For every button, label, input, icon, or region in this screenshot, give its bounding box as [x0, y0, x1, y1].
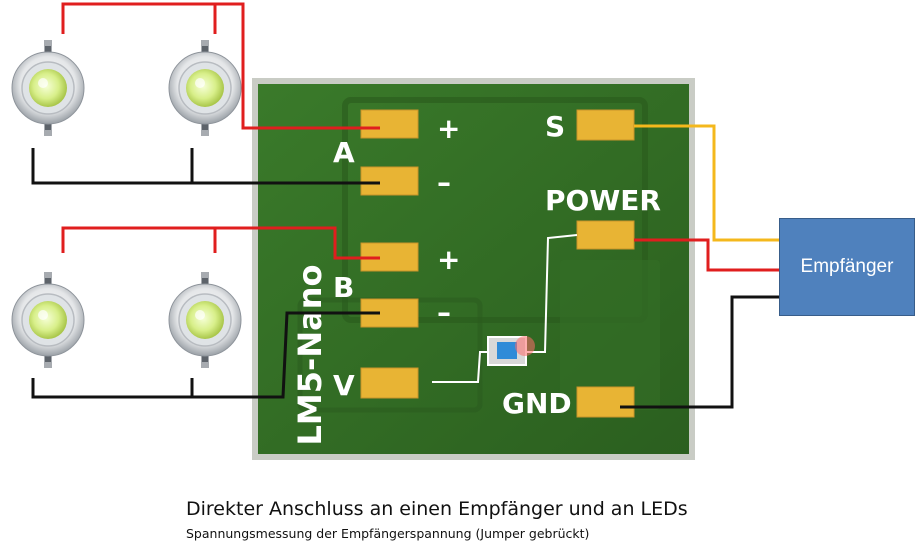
wires-channel-b	[31, 226, 380, 399]
board-name: LM5-Nano	[291, 265, 329, 446]
jumper	[432, 234, 578, 383]
pin-label-b-plus: +	[437, 243, 460, 276]
caption-subtitle: Spannungsmessung der Empfängerspannung (…	[186, 526, 590, 541]
pin-label-a-minus: –	[437, 166, 451, 199]
solder-pads	[360, 109, 635, 418]
pin-label-v: V	[333, 369, 355, 402]
led-b1-icon	[11, 271, 85, 369]
wires-channel-a	[31, 2, 380, 185]
pin-label-b-minus: –	[437, 296, 451, 329]
caption-title: Direkter Anschluss an einen Empfänger un…	[186, 498, 688, 520]
led-a2-icon	[168, 39, 242, 137]
receiver-label: Empfänger	[800, 256, 894, 277]
pin-label-power: POWER	[545, 184, 661, 217]
pin-label-a-plus: +	[437, 112, 460, 145]
pin-label-a: A	[333, 136, 355, 169]
led-b2-icon	[168, 271, 242, 369]
wires-receiver	[620, 124, 779, 409]
led-a1-icon	[11, 39, 85, 137]
pin-label-s: S	[545, 110, 565, 143]
pin-label-b: B	[333, 271, 354, 304]
receiver-box: Empfänger	[779, 218, 915, 316]
pcb-board	[252, 78, 695, 460]
pin-label-gnd: GND	[502, 387, 572, 420]
